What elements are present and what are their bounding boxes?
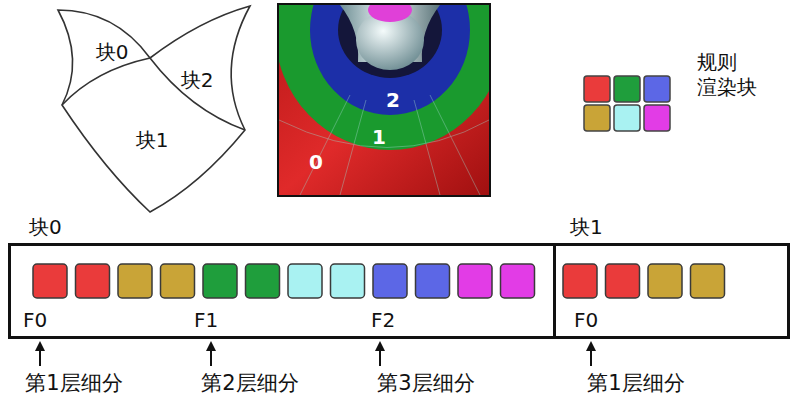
mesh-line xyxy=(340,100,366,195)
arrow-head xyxy=(586,341,596,351)
render-block xyxy=(203,264,237,298)
mesh-lines xyxy=(279,95,489,195)
mesh-line xyxy=(300,95,350,195)
pointer-arrows xyxy=(35,341,596,366)
render-block xyxy=(118,264,152,298)
subdivision-label: 第1层细分 xyxy=(25,372,122,395)
patch-outline xyxy=(58,6,250,212)
mesh-line xyxy=(414,100,440,195)
render-block xyxy=(161,264,195,298)
block-divider xyxy=(150,58,245,130)
face-label: F1 xyxy=(194,309,218,331)
block-region: 块0 xyxy=(8,243,556,339)
subdivision-label: 第1层细分 xyxy=(587,372,684,395)
swatch-square xyxy=(644,76,670,102)
face-label: F0 xyxy=(23,309,47,331)
dark-band xyxy=(338,5,442,78)
subdivision-label: 第3层细分 xyxy=(377,372,474,395)
band-number: 0 xyxy=(309,151,323,173)
swatch-square xyxy=(644,105,670,131)
render-block xyxy=(246,264,280,298)
surface-bands xyxy=(279,5,489,195)
mesh-line xyxy=(430,95,480,195)
arrow-head xyxy=(35,341,45,351)
block-label: 块1 xyxy=(136,129,169,151)
swatch-square xyxy=(614,105,640,131)
band-number: 1 xyxy=(372,126,386,148)
block-divider xyxy=(62,58,150,105)
face-label: F2 xyxy=(371,309,395,331)
mesh-line xyxy=(279,120,489,148)
face-label: F0 xyxy=(574,309,598,331)
rendered-surface xyxy=(275,0,505,196)
render-block xyxy=(563,264,597,298)
render-block xyxy=(76,264,110,298)
block-heading: 块1 xyxy=(570,215,603,239)
render-block xyxy=(331,264,365,298)
render-block xyxy=(33,264,67,298)
render-block xyxy=(288,264,322,298)
band-number: 2 xyxy=(386,89,400,111)
arrow-head xyxy=(206,341,216,351)
swatch-square xyxy=(614,76,640,102)
render-block xyxy=(606,264,640,298)
green-band xyxy=(279,5,489,150)
subdivision-label: 第2层细分 xyxy=(201,372,298,395)
block-label: 块0 xyxy=(96,41,129,63)
block-heading: 块0 xyxy=(29,215,62,239)
patch-figure xyxy=(58,6,250,212)
render-block xyxy=(416,264,450,298)
swatch-square xyxy=(584,105,610,131)
block-sequence xyxy=(33,264,725,298)
legend-label: 规则 渲染块 xyxy=(697,50,759,100)
render-block xyxy=(458,264,492,298)
render-block xyxy=(373,264,407,298)
render-block xyxy=(648,264,682,298)
arrow-head xyxy=(375,341,385,351)
render-block xyxy=(691,264,725,298)
block-label: 块2 xyxy=(181,69,214,91)
render-block xyxy=(501,264,535,298)
legend-swatch-grid xyxy=(584,76,670,131)
render-frame xyxy=(278,4,490,196)
blue-band xyxy=(310,5,470,115)
swatch-square xyxy=(584,76,610,102)
top-cap xyxy=(368,5,412,22)
